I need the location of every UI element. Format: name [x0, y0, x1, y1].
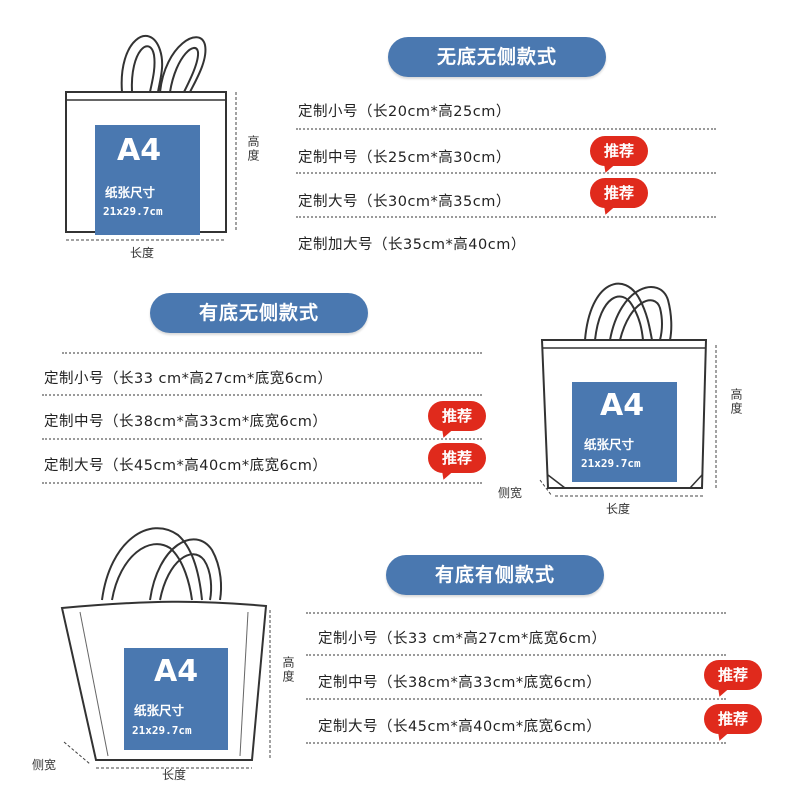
divider [42, 394, 482, 396]
a4-title: A4 [600, 388, 645, 423]
height-label: 高度 [729, 388, 743, 416]
recommend-badge: 推荐 [590, 178, 648, 208]
a4-subtitle: 纸张尺寸 [134, 703, 185, 718]
divider [306, 698, 726, 700]
side-width-label: 侧宽 [498, 486, 523, 500]
size-row: 定制中号（长25cm*高30cm） [298, 150, 511, 166]
divider [296, 216, 716, 218]
size-row: 定制小号（长33 cm*高27cm*底宽6cm） [44, 371, 333, 387]
a4-subtitle: 纸张尺寸 [584, 437, 635, 452]
section-title: 有底无侧款式 [150, 293, 368, 333]
divider [62, 352, 482, 354]
a4-card: A4 纸张尺寸 21x29.7cm [572, 382, 677, 482]
recommend-badge: 推荐 [704, 704, 762, 734]
a4-title: A4 [154, 654, 199, 689]
divider [296, 172, 716, 174]
size-row: 定制大号（长45cm*高40cm*底宽6cm） [44, 458, 328, 474]
recommend-badge: 推荐 [704, 660, 762, 690]
recommend-badge: 推荐 [428, 401, 486, 431]
size-row: 定制小号（长33 cm*高27cm*底宽6cm） [318, 631, 607, 647]
recommend-badge: 推荐 [428, 443, 486, 473]
a4-size: 21x29.7cm [581, 457, 641, 470]
length-label: 长度 [130, 246, 155, 260]
size-row: 定制小号（长20cm*高25cm） [298, 104, 511, 120]
height-label: 高度 [281, 656, 295, 684]
a4-size: 21x29.7cm [103, 205, 163, 218]
a4-subtitle: 纸张尺寸 [105, 185, 156, 200]
divider [306, 612, 726, 614]
section-title: 无底无侧款式 [388, 37, 606, 77]
size-row: 定制大号（长30cm*高35cm） [298, 194, 511, 210]
length-label: 长度 [606, 502, 631, 516]
divider [306, 654, 726, 656]
height-label: 高度 [246, 135, 260, 163]
size-row: 定制中号（长38cm*高33cm*底宽6cm） [44, 414, 328, 430]
divider [42, 438, 482, 440]
divider [306, 742, 726, 744]
recommend-badge: 推荐 [590, 136, 648, 166]
divider [42, 482, 482, 484]
divider [296, 128, 716, 130]
size-row: 定制中号（长38cm*高33cm*底宽6cm） [318, 675, 602, 691]
a4-card: A4 纸张尺寸 21x29.7cm [95, 125, 200, 235]
a4-title: A4 [117, 133, 162, 168]
size-row: 定制大号（长45cm*高40cm*底宽6cm） [318, 719, 602, 735]
side-width-label: 侧宽 [32, 758, 57, 772]
section-title: 有底有侧款式 [386, 555, 604, 595]
a4-size: 21x29.7cm [132, 724, 192, 737]
a4-card: A4 纸张尺寸 21x29.7cm [124, 648, 228, 750]
size-row: 定制加大号（长35cm*高40cm） [298, 237, 526, 253]
length-label: 长度 [162, 768, 187, 782]
